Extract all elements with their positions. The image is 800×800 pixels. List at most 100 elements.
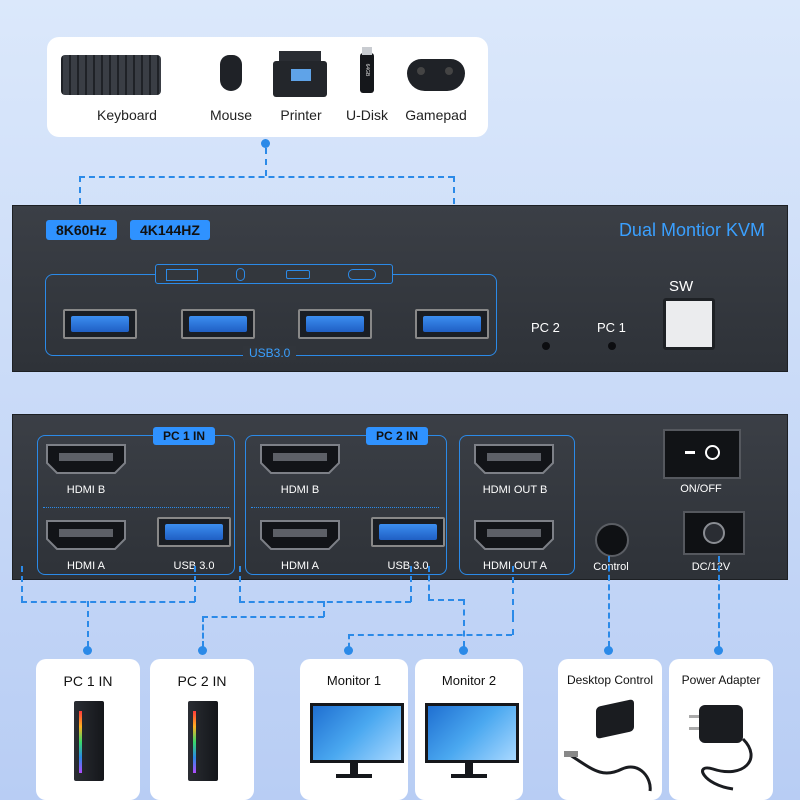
- onoff-label: ON/OFF: [680, 483, 722, 495]
- switch-button[interactable]: [663, 298, 715, 350]
- gamepad-icon: [348, 269, 376, 280]
- out-group: [459, 435, 575, 575]
- connector-line: [428, 566, 430, 600]
- usb30-pc1-port: [157, 517, 231, 547]
- connector-line: [410, 566, 412, 602]
- monitor-icon: [425, 703, 519, 763]
- connector-line: [87, 601, 89, 647]
- desktop-control-title: Desktop Control: [566, 673, 654, 687]
- udisk-label: U-Disk: [346, 107, 388, 123]
- connector-line: [202, 616, 204, 647]
- connector-line: [608, 556, 610, 647]
- connector-dot: [714, 646, 723, 655]
- connector-line: [239, 566, 241, 602]
- plug-prong: [689, 715, 699, 718]
- usb-port-4: [415, 309, 489, 339]
- pc-tower-icon: [74, 701, 104, 781]
- hdmi-a-pc2-port: [260, 520, 340, 550]
- monitor-stand: [350, 760, 358, 774]
- connector-line: [21, 601, 195, 603]
- hdmi-out-a-label: HDMI OUT A: [483, 560, 547, 572]
- plug-prong: [689, 727, 699, 730]
- connector-line: [348, 634, 350, 648]
- monitor-icon: [310, 703, 404, 763]
- dc-label: DC/12V: [691, 561, 731, 573]
- hdmi-a-label: HDMI A: [281, 560, 319, 572]
- usb-port-3: [298, 309, 372, 339]
- usb30-label: USB 3.0: [387, 560, 429, 572]
- cable-icon: [564, 751, 652, 792]
- connector-dot: [261, 139, 270, 148]
- connector-dot: [459, 646, 468, 655]
- keyboard-label: Keyboard: [97, 107, 157, 123]
- adapter-icon: [699, 705, 743, 743]
- pc1-in-tag: PC 1 IN: [153, 427, 216, 445]
- hdmi-b-label: HDMI B: [66, 484, 106, 496]
- power-switch[interactable]: [663, 429, 741, 479]
- pc2-card-title: PC 2 IN: [177, 673, 227, 689]
- pc1-led: [608, 342, 616, 350]
- pc2-card: PC 2 IN: [150, 659, 254, 800]
- connector-dot: [344, 646, 353, 655]
- pc2-label: PC 2: [531, 320, 560, 335]
- keyboard-icon: [61, 55, 161, 95]
- connector-line: [194, 566, 196, 602]
- connector-dot: [604, 646, 613, 655]
- pc1-card-title: PC 1 IN: [63, 673, 113, 689]
- hdmi-b-pc1-port: [46, 444, 126, 474]
- mouse-icon: [220, 55, 242, 91]
- connector-line: [453, 176, 455, 204]
- udisk-print: 64GB: [364, 63, 370, 77]
- connector-line: [512, 566, 514, 616]
- connector-dot: [198, 646, 207, 655]
- hdmi-b-pc2-port: [260, 444, 340, 474]
- connector-line: [463, 599, 465, 647]
- front-panel: 8K60Hz 4K144HZ Dual Montior KVM USB3.0 P…: [12, 205, 788, 372]
- desktop-control-card: Desktop Control: [558, 659, 662, 800]
- printer-icon: [273, 51, 327, 97]
- hdmi-out-b-port: [474, 444, 554, 474]
- keyboard-icon: [166, 269, 198, 281]
- hdmi-out-b-label: HDMI OUT B: [482, 484, 548, 496]
- monitor2-card: Monitor 2: [415, 659, 523, 800]
- pc1-group: [37, 435, 235, 575]
- pc2-led: [542, 342, 550, 350]
- hdmi-out-a-port: [474, 520, 554, 550]
- hdmi-a-pc1-port: [46, 520, 126, 550]
- gamepad-label: Gamepad: [405, 107, 467, 123]
- gamepad-icon: [407, 59, 465, 91]
- pc1-label: PC 1: [597, 320, 626, 335]
- usb-port-1: [63, 309, 137, 339]
- divider: [43, 507, 229, 508]
- usb-port-2: [181, 309, 255, 339]
- mouse-icon: [236, 268, 245, 281]
- connector-line: [79, 176, 454, 178]
- badge-8k: 8K60Hz: [46, 220, 117, 240]
- power-adapter-title: Power Adapter: [681, 673, 761, 687]
- monitor1-card: Monitor 1: [300, 659, 408, 800]
- pc-tower-icon: [188, 701, 218, 781]
- udisk-icon: 64GB: [360, 47, 374, 93]
- connector-line: [239, 601, 411, 603]
- monitor2-card-title: Monitor 2: [441, 673, 497, 688]
- pc2-group: [245, 435, 447, 575]
- connector-line: [428, 599, 464, 601]
- connector-line: [79, 176, 81, 204]
- printer-label: Printer: [280, 107, 322, 123]
- hdmi-b-label: HDMI B: [280, 484, 320, 496]
- power-adapter-card: Power Adapter: [669, 659, 773, 800]
- monitor-base: [336, 774, 372, 778]
- control-label: Control: [593, 561, 629, 573]
- connector-dot: [83, 646, 92, 655]
- mouse-label: Mouse: [209, 107, 253, 123]
- usb-label: USB3.0: [243, 346, 297, 360]
- connector-line: [265, 148, 267, 176]
- pc1-card: PC 1 IN: [36, 659, 140, 800]
- device-icon-strip: [155, 264, 393, 284]
- peripherals-card: Keyboard Mouse Printer 64GB U-Disk Gamep…: [47, 37, 488, 137]
- divider: [251, 507, 439, 508]
- dc-jack: [683, 511, 745, 555]
- monitor-base: [451, 774, 487, 778]
- product-title: Dual Montior KVM: [618, 220, 765, 240]
- connector-line: [718, 556, 720, 647]
